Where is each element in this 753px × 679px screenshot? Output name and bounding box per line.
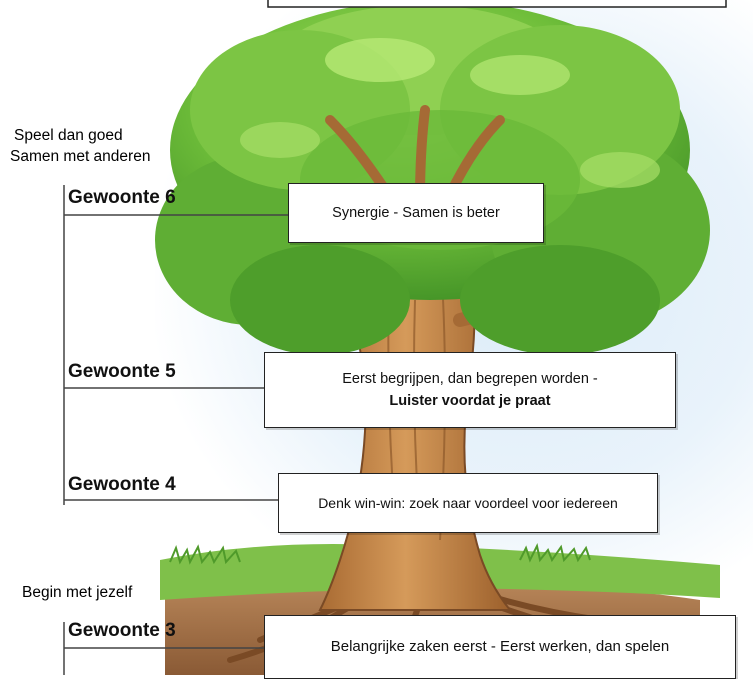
habit-6-box: Synergie - Samen is beter [288,183,544,243]
habit-4-text: Denk win-win: zoek naar voordeel voor ie… [318,495,618,511]
habit-3-text: Belangrijke zaken eerst - Eerst werken, … [330,638,670,655]
group-top-line1: Speel dan goed [14,127,123,144]
group-label-top: Speel dan goed Samen met anderen [10,125,150,167]
group-top-line2: Samen met anderen [10,148,151,165]
habit-5-box: Eerst begrijpen, dan begrepen worden - L… [264,352,676,428]
habit-3-label: Gewoonte 3 [68,620,176,641]
group-bottom-line1: Begin met jezelf [22,584,133,601]
habit-3-box: Belangrijke zaken eerst - Eerst werken, … [264,615,736,679]
habit-5-text-line2: Luister voordat je praat [389,393,551,409]
top-partial-box [267,0,727,8]
habit-6-text: Synergie - Samen is beter [332,205,500,221]
group-label-bottom: Begin met jezelf [22,582,132,603]
habit-6-label: Gewoonte 6 [68,187,176,208]
habit-5-text-line1: Eerst begrijpen, dan begrepen worden - [342,371,598,387]
bracket-lines [63,185,290,675]
habit-4-label: Gewoonte 4 [68,474,176,495]
habit-4-box: Denk win-win: zoek naar voordeel voor ie… [278,473,658,533]
habit-5-label: Gewoonte 5 [68,361,176,382]
